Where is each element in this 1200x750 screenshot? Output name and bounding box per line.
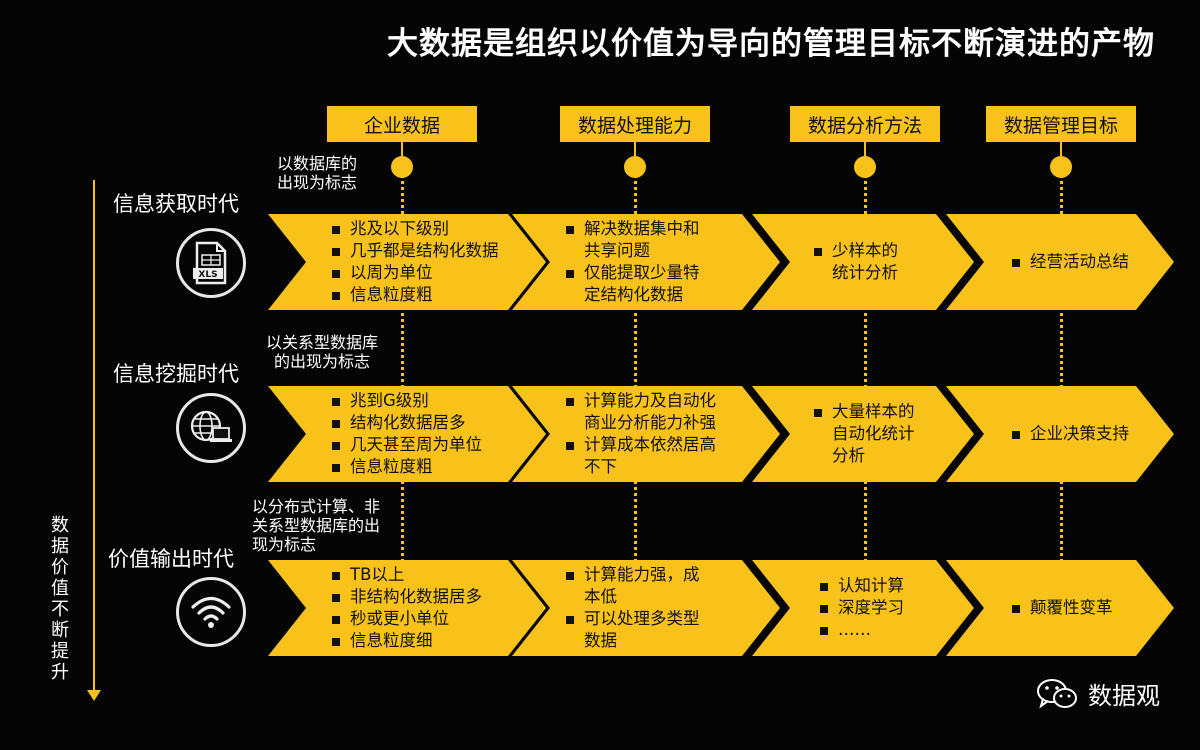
column-header-enterprise-data: 企业数据 — [327, 106, 477, 142]
list-item: 秒或更小单位 — [328, 608, 482, 630]
list-item: 信息粒度粗 — [328, 456, 482, 478]
wechat-icon — [1037, 678, 1077, 708]
timeline-dot — [391, 156, 413, 178]
era1-goal-cell: 经营活动总结 — [946, 214, 1174, 310]
list-item: 信息粒度细 — [328, 630, 482, 652]
list-item: 大量样本的自动化统计分析 — [810, 401, 918, 467]
era-title-info-mining: 信息挖掘时代 — [113, 362, 239, 386]
era3-enterprise-data-cell: TB以上 非结构化数据居多 秒或更小单位 信息粒度细 — [268, 560, 546, 656]
value-axis-label: 数据价值不断提升 — [51, 515, 69, 683]
era-note: 以分布式计算、非 关系型数据库的出 现为标志 — [252, 497, 381, 554]
era2-enterprise-data-cell: 兆到G级别 结构化数据居多 几天甚至周为单位 信息粒度粗 — [268, 386, 546, 482]
list-item: 兆到G级别 — [328, 390, 482, 412]
list-item: 几乎都是结构化数据 — [328, 240, 499, 262]
era-title-info-acquisition: 信息获取时代 — [113, 192, 239, 216]
era2-analysis-cell: 大量样本的自动化统计分析 — [752, 386, 974, 482]
list-item: …… — [816, 619, 904, 641]
wifi-icon — [176, 577, 246, 647]
era3-goal-cell: 颠覆性变革 — [946, 560, 1174, 656]
list-item: 经营活动总结 — [1008, 251, 1129, 273]
column-header-management-goal: 数据管理目标 — [986, 106, 1136, 142]
page-title: 大数据是组织以价值为导向的管理目标不断演进的产物 — [387, 26, 1155, 62]
list-item: 计算能力强，成本低 — [562, 564, 706, 608]
list-item: 计算成本依然居高不下 — [562, 434, 716, 478]
era1-processing-cell: 解决数据集中和共享问题 仅能提取少量特定结构化数据 — [512, 214, 780, 310]
header-connector — [634, 142, 636, 156]
list-item: 认知计算 — [816, 575, 904, 597]
header-connector — [401, 142, 403, 156]
list-item: 仅能提取少量特定结构化数据 — [562, 262, 710, 306]
era-title-value-output: 价值输出时代 — [108, 547, 234, 571]
timeline-dot — [1050, 156, 1072, 178]
list-item: 颠覆性变革 — [1008, 597, 1113, 619]
list-item: 深度学习 — [816, 597, 904, 619]
era3-processing-cell: 计算能力强，成本低 可以处理多类型数据 — [512, 560, 780, 656]
list-item: 几天甚至周为单位 — [328, 434, 482, 456]
era2-processing-cell: 计算能力及自动化商业分析能力补强 计算成本依然居高不下 — [512, 386, 780, 482]
list-item: 计算能力及自动化商业分析能力补强 — [562, 390, 716, 434]
era2-goal-cell: 企业决策支持 — [946, 386, 1174, 482]
list-item: 非结构化数据居多 — [328, 586, 482, 608]
list-item: TB以上 — [328, 564, 482, 586]
list-item: 解决数据集中和共享问题 — [562, 218, 710, 262]
era-note: 以数据库的 出现为标志 — [277, 154, 358, 192]
globe-laptop-icon — [176, 393, 246, 463]
column-header-processing-capability: 数据处理能力 — [560, 106, 710, 142]
watermark: 数据观 — [1036, 676, 1160, 711]
list-item: 信息粒度粗 — [328, 284, 499, 306]
era-note: 以关系型数据库 的出现为标志 — [266, 333, 379, 371]
era1-enterprise-data-cell: 兆及以下级别 几乎都是结构化数据 以周为单位 信息粒度粗 — [268, 214, 546, 310]
list-item: 可以处理多类型数据 — [562, 608, 706, 652]
list-item: 少样本的统计分析 — [810, 240, 914, 284]
svg-text:XLS: XLS — [198, 270, 217, 280]
column-header-analysis-method: 数据分析方法 — [790, 106, 940, 142]
watermark-text: 数据观 — [1088, 682, 1160, 710]
timeline-dot — [854, 156, 876, 178]
list-item: 结构化数据居多 — [328, 412, 482, 434]
era3-analysis-cell: 认知计算 深度学习 …… — [752, 560, 974, 656]
xls-file-icon: XLS — [176, 228, 246, 298]
header-connector — [1060, 142, 1062, 156]
header-connector — [864, 142, 866, 156]
value-axis-arrow-icon — [87, 690, 101, 701]
list-item: 以周为单位 — [328, 262, 499, 284]
list-item: 企业决策支持 — [1008, 423, 1129, 445]
timeline-dot — [624, 156, 646, 178]
value-axis-line — [93, 180, 95, 692]
era1-analysis-cell: 少样本的统计分析 — [752, 214, 974, 310]
list-item: 兆及以下级别 — [328, 218, 499, 240]
